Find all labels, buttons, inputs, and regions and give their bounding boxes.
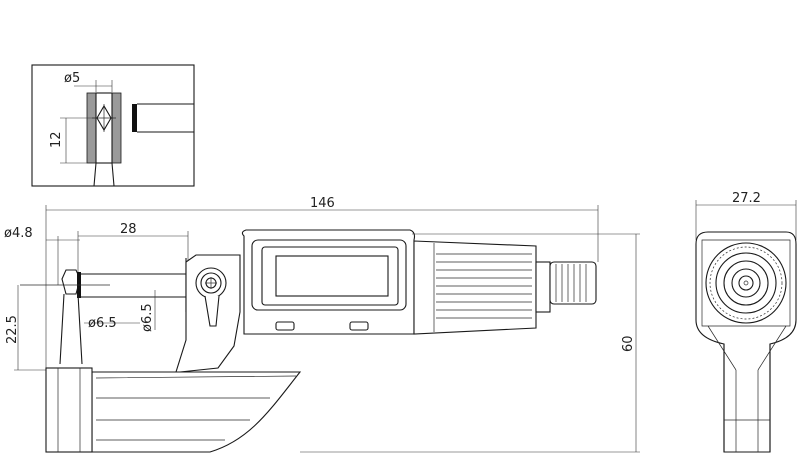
side-width-label: 27.2 (732, 191, 761, 206)
frame-base (91, 371, 302, 453)
end-body (695, 231, 797, 453)
inset-height-label: 12 (49, 131, 64, 148)
display-housing (241, 229, 416, 335)
main-view: 146 28 ø4.8 ø6.5 ø6.5 22.5 (4, 196, 640, 453)
frame-pad (45, 367, 93, 453)
inset-detail: ø5 12 (31, 64, 195, 187)
display-screen-outer (261, 246, 399, 306)
anvil-dia-label: ø4.8 (4, 226, 33, 241)
display-screen (275, 255, 389, 297)
frame-depth-label: 28 (120, 222, 137, 237)
spindle-dia-label-b: ø6.5 (140, 303, 155, 332)
ratchet-end (723, 260, 769, 306)
inset-dia-label: ø5 (64, 71, 80, 86)
spindle-dia-label-a: ø6.5 (88, 316, 117, 331)
display-bezel (251, 239, 407, 311)
overall-length-label: 146 (310, 196, 335, 211)
inset-frame (31, 64, 195, 187)
display-button-left (275, 321, 295, 331)
end-view: 27.2 (695, 191, 797, 453)
thimble-end-outer (705, 242, 787, 324)
ratchet (549, 261, 597, 305)
thimble (413, 240, 537, 335)
thimble-grip (436, 253, 532, 319)
lock-lever (204, 295, 220, 327)
anvil-height-label: 22.5 (5, 315, 20, 344)
inset-spindle-face (132, 104, 137, 132)
overall-height-label: 60 (621, 335, 636, 352)
display-button-right (349, 321, 369, 331)
